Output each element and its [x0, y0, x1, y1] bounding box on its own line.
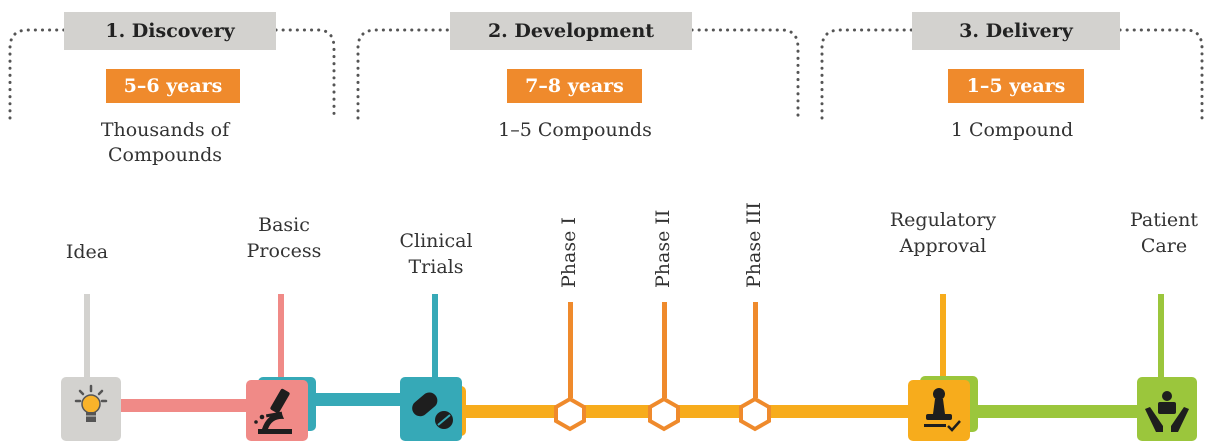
basic-process-stem — [278, 294, 284, 378]
delivery-compounds: 1 Compound — [950, 119, 1074, 141]
phase-tab-discovery: 1. Discovery — [64, 12, 276, 50]
phase1-hexagon — [554, 396, 586, 432]
milestone-clinical-trials-label: Clinical Trials — [399, 230, 473, 278]
microscope-icon — [246, 380, 308, 441]
milestone-phase3-label: Phase III — [743, 202, 765, 288]
stamp-icon — [908, 380, 970, 441]
idea-stem — [84, 294, 90, 378]
development-compounds: 1–5 Compounds — [498, 119, 652, 141]
development-bracket — [356, 28, 800, 120]
phase2-stem — [662, 302, 667, 398]
phase-tab-development: 2. Development — [450, 12, 692, 50]
phase2-hexagon — [648, 396, 680, 432]
timeline-segment-teal — [292, 393, 412, 406]
regulatory-stem — [940, 294, 946, 380]
discovery-bracket — [8, 28, 336, 120]
patient-care-stem — [1158, 294, 1164, 378]
phase3-hexagon — [739, 396, 771, 432]
discovery-years-badge: 5–6 years — [106, 69, 240, 103]
phase3-stem — [753, 302, 758, 398]
delivery-years-badge: 1–5 years — [948, 69, 1084, 103]
timeline-segment-pink — [118, 399, 258, 412]
delivery-bracket — [820, 28, 1204, 120]
caring-hands-icon — [1137, 377, 1197, 441]
pills-icon — [400, 377, 462, 441]
timeline-segment-amber — [458, 405, 914, 418]
milestone-idea-label: Idea — [65, 241, 109, 263]
development-years-badge: 7–8 years — [507, 69, 642, 103]
lightbulb-icon — [61, 377, 121, 441]
discovery-compounds: Thousands of Compounds — [100, 119, 230, 166]
clinical-trials-stem — [432, 294, 438, 378]
timeline-segment-green — [964, 405, 1154, 418]
milestone-phase1-label: Phase I — [558, 217, 580, 288]
milestone-patient-care-label: Patient Care — [1129, 209, 1199, 257]
milestone-phase2-label: Phase II — [652, 209, 674, 288]
phase1-stem — [568, 302, 573, 398]
milestone-basic-process-label: Basic Process — [246, 214, 322, 262]
phase-tab-delivery: 3. Delivery — [912, 12, 1120, 50]
milestone-regulatory-label: Regulatory Approval — [889, 209, 997, 257]
